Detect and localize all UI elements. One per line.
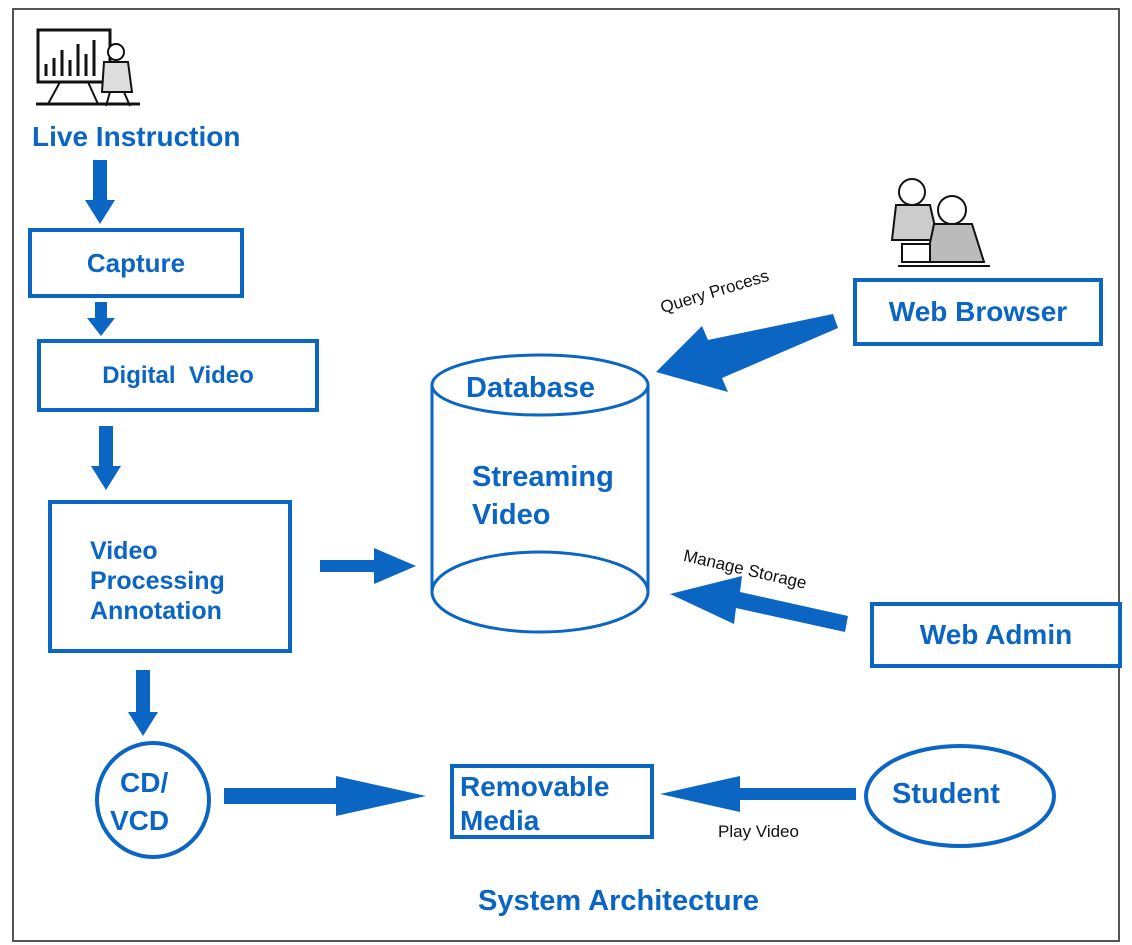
removable-media-node: Removable Media (450, 764, 654, 839)
capture-label: Capture (86, 247, 186, 278)
video-processing-line-1: Video (90, 537, 158, 565)
arrow-live-to-capture (85, 160, 115, 224)
flow-arrows (85, 160, 856, 816)
video-processing-node: Video Processing Annotation (48, 500, 292, 653)
instructor-at-chart-icon (36, 28, 140, 107)
streaming-video-line-1: Streaming (472, 461, 614, 493)
cd-vcd-line-2: VCD (110, 805, 170, 836)
arrow-capture-to-digital (87, 302, 115, 336)
digital-video-label: Digital Video (102, 361, 254, 389)
diagram-caption: System Architecture (478, 885, 759, 917)
removable-media-line-2: Media (460, 805, 540, 836)
streaming-video-line-2: Video (472, 499, 551, 531)
two-students-at-computer-icon (890, 178, 990, 267)
web-admin-label: Web Admin (919, 618, 1073, 650)
database-label: Database (466, 372, 595, 404)
student-node (864, 744, 1056, 848)
cd-vcd-line-1: CD/ (120, 767, 169, 798)
arrow-digital-to-processing (91, 426, 121, 490)
arrow-student-to-removable (660, 776, 856, 812)
web-browser-label: Web Browser (888, 295, 1068, 327)
arrow-browser-to-database (656, 314, 838, 392)
arrow-processing-to-cd (128, 670, 158, 736)
student-label: Student (892, 778, 1000, 810)
digital-video-node: Digital Video (37, 339, 319, 412)
video-processing-line-2: Processing (90, 567, 225, 595)
video-processing-line-3: Annotation (90, 597, 222, 625)
web-browser-node: Web Browser (853, 278, 1103, 346)
arrow-cd-to-removable (224, 776, 426, 816)
play-video-label: Play Video (718, 822, 799, 841)
live-instruction-label: Live Instruction (32, 121, 241, 152)
cd-vcd-node (95, 741, 211, 859)
removable-media-line-1: Removable (460, 771, 610, 802)
arrow-admin-to-database (670, 576, 848, 632)
web-admin-node: Web Admin (870, 602, 1122, 668)
arrow-processing-to-database (320, 548, 416, 584)
capture-node: Capture (28, 228, 244, 298)
database-cylinder (430, 353, 650, 634)
